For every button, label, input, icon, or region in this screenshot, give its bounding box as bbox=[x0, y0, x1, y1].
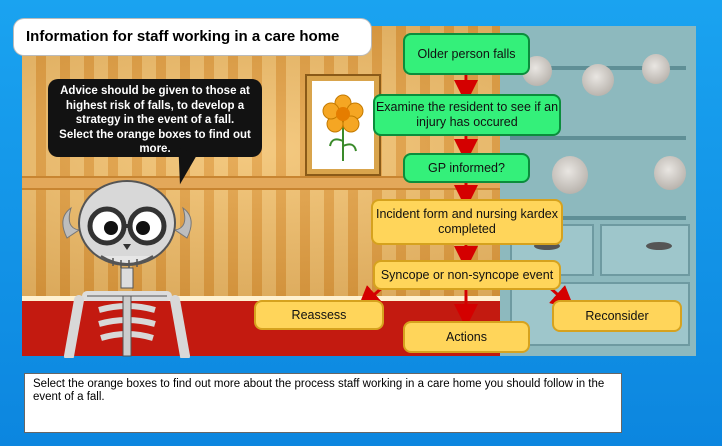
plate bbox=[642, 54, 670, 84]
cabinet-drawer bbox=[600, 224, 690, 276]
plate bbox=[582, 64, 614, 96]
skeleton-character bbox=[62, 180, 192, 358]
plate bbox=[654, 156, 686, 190]
syncope-event-button[interactable]: Syncope or non-syncope event bbox=[373, 260, 561, 290]
plate bbox=[552, 156, 588, 194]
examine-resident-box: Examine the resident to see if an injury… bbox=[373, 94, 561, 136]
reconsider-button[interactable]: Reconsider bbox=[552, 300, 682, 332]
gp-informed-box: GP informed? bbox=[403, 153, 530, 183]
flower-icon bbox=[322, 94, 364, 161]
instructions-box: Select the orange boxes to find out more… bbox=[24, 373, 622, 433]
reassess-button[interactable]: Reassess bbox=[254, 300, 384, 330]
older-person-falls-box: Older person falls bbox=[403, 33, 530, 75]
incident-form-button[interactable]: Incident form and nursing kardex complet… bbox=[371, 199, 563, 245]
flower-picture bbox=[307, 76, 379, 174]
actions-button[interactable]: Actions bbox=[403, 321, 530, 353]
speech-bubble: Advice should be given to those at highe… bbox=[48, 79, 262, 157]
page-title: Information for staff working in a care … bbox=[14, 19, 371, 55]
